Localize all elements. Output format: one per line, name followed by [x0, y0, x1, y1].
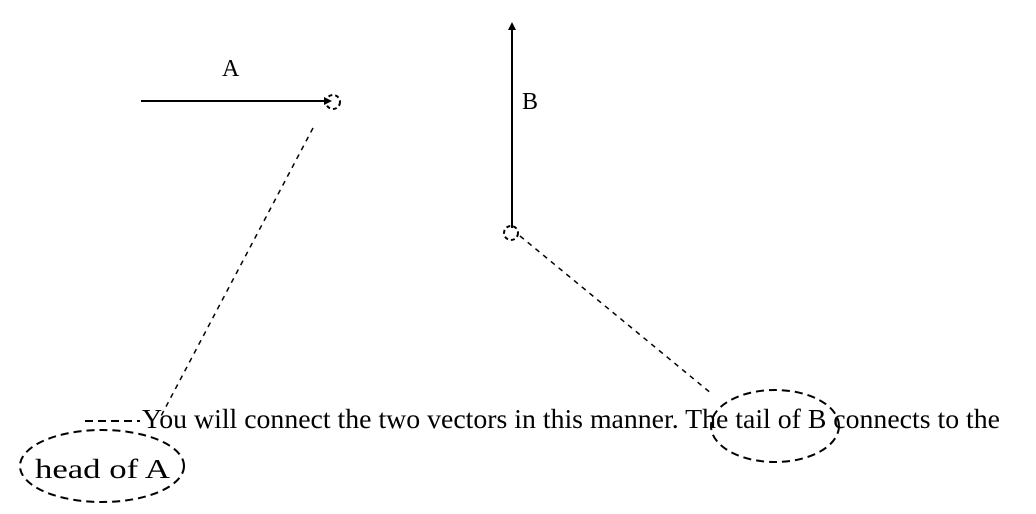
tail-of-b-marker	[503, 225, 519, 241]
caption-line-2: head of A	[35, 454, 171, 484]
vector-a-label: A	[222, 56, 240, 82]
leader-line-a	[159, 127, 314, 419]
head-of-a-ellipse	[19, 429, 185, 503]
tail-of-b-ellipse	[710, 389, 840, 463]
vector-b-label: B	[522, 89, 538, 115]
head-of-a-marker	[325, 94, 341, 110]
caption-line-1: You will connect the two vectors in this…	[142, 404, 1000, 434]
leader-line-b	[519, 235, 713, 395]
